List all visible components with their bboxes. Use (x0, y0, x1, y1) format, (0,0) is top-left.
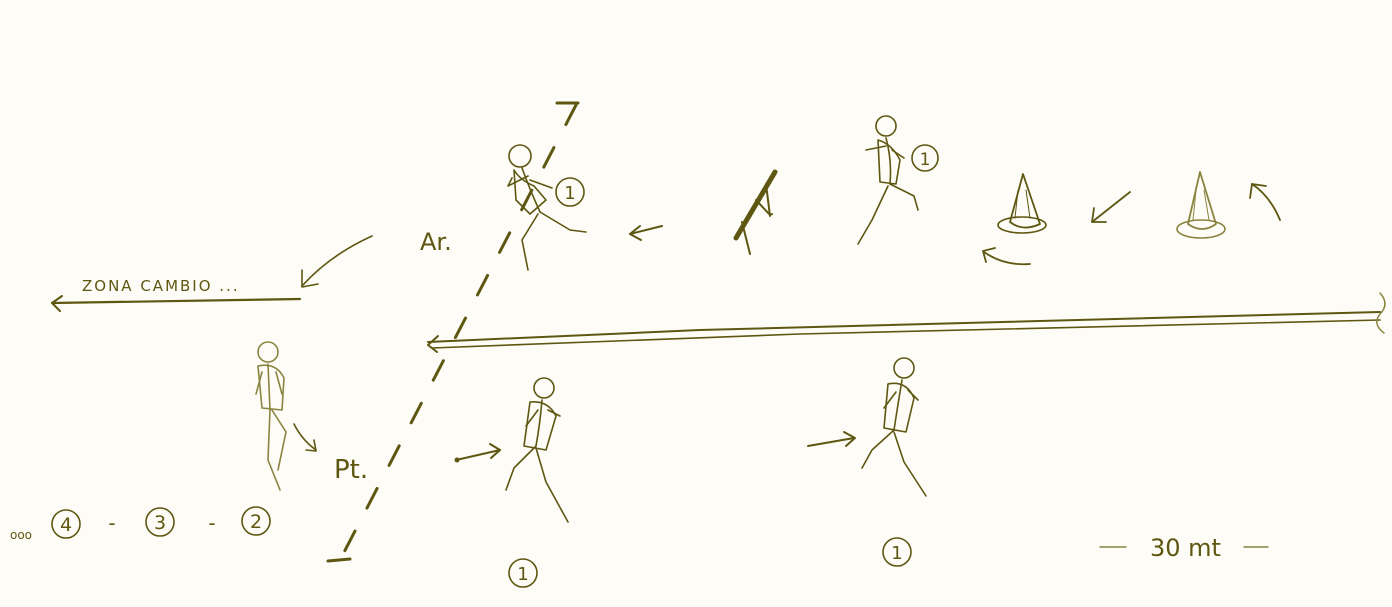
svg-text:2: 2 (250, 511, 262, 533)
queue-dash: - (208, 511, 215, 535)
svg-text:4: 4 (60, 514, 72, 536)
svg-text:3: 3 (154, 512, 166, 534)
queue-number-badge: 3 (146, 508, 174, 536)
hurdle-icon (736, 172, 775, 254)
zona-cambio-label: ZONA CAMBIO ... (52, 277, 300, 311)
cone-icon (998, 174, 1046, 233)
zona-cambio-text: ZONA CAMBIO ... (82, 277, 240, 295)
turn-arrow-curve (983, 248, 1030, 264)
arrow-left-top (630, 226, 662, 240)
svg-text:1: 1 (920, 150, 931, 170)
runner-number-badge: 1 (883, 538, 911, 566)
cone-icon (1177, 172, 1225, 238)
runner-number-badge: 1 (912, 145, 938, 171)
arrow-right-bottom-2 (808, 432, 855, 446)
turn-arrow-middle (1092, 192, 1130, 222)
svg-text:1: 1 (564, 183, 575, 204)
runner-figure-top-right (858, 116, 918, 244)
runner-figure-waiting (256, 342, 286, 490)
arrow-waiting-runner (294, 424, 316, 451)
arrow-right-bottom-1 (455, 444, 501, 463)
queue-number-badge: 2 (242, 507, 270, 535)
zona-cambio-underline (52, 299, 300, 303)
runner-number-badge: 1 (509, 559, 537, 587)
turn-arrow-top-right (1250, 184, 1280, 220)
distance-marker: 30 mt (1100, 534, 1268, 562)
lane-divider-line (428, 293, 1385, 352)
runner-figure-bottom-left (506, 378, 568, 522)
runner-queue: ooo 4 - 3 - 2 (10, 507, 270, 542)
exchange-zone-dashed-line (328, 103, 578, 561)
runner-number-badge: 1 (556, 178, 584, 206)
runner-figure-bottom-right (862, 358, 926, 496)
distance-label: 30 mt (1150, 534, 1221, 562)
queue-number-badge: 4 (52, 510, 80, 538)
queue-dots: ooo (10, 528, 32, 542)
arrival-label: Ar. (420, 228, 452, 256)
svg-text:1: 1 (891, 543, 902, 564)
svg-text:1: 1 (517, 564, 528, 585)
queue-dash: - (108, 511, 115, 535)
departure-label: Pt. (334, 455, 368, 485)
zone-pointer-arrow (302, 236, 372, 287)
